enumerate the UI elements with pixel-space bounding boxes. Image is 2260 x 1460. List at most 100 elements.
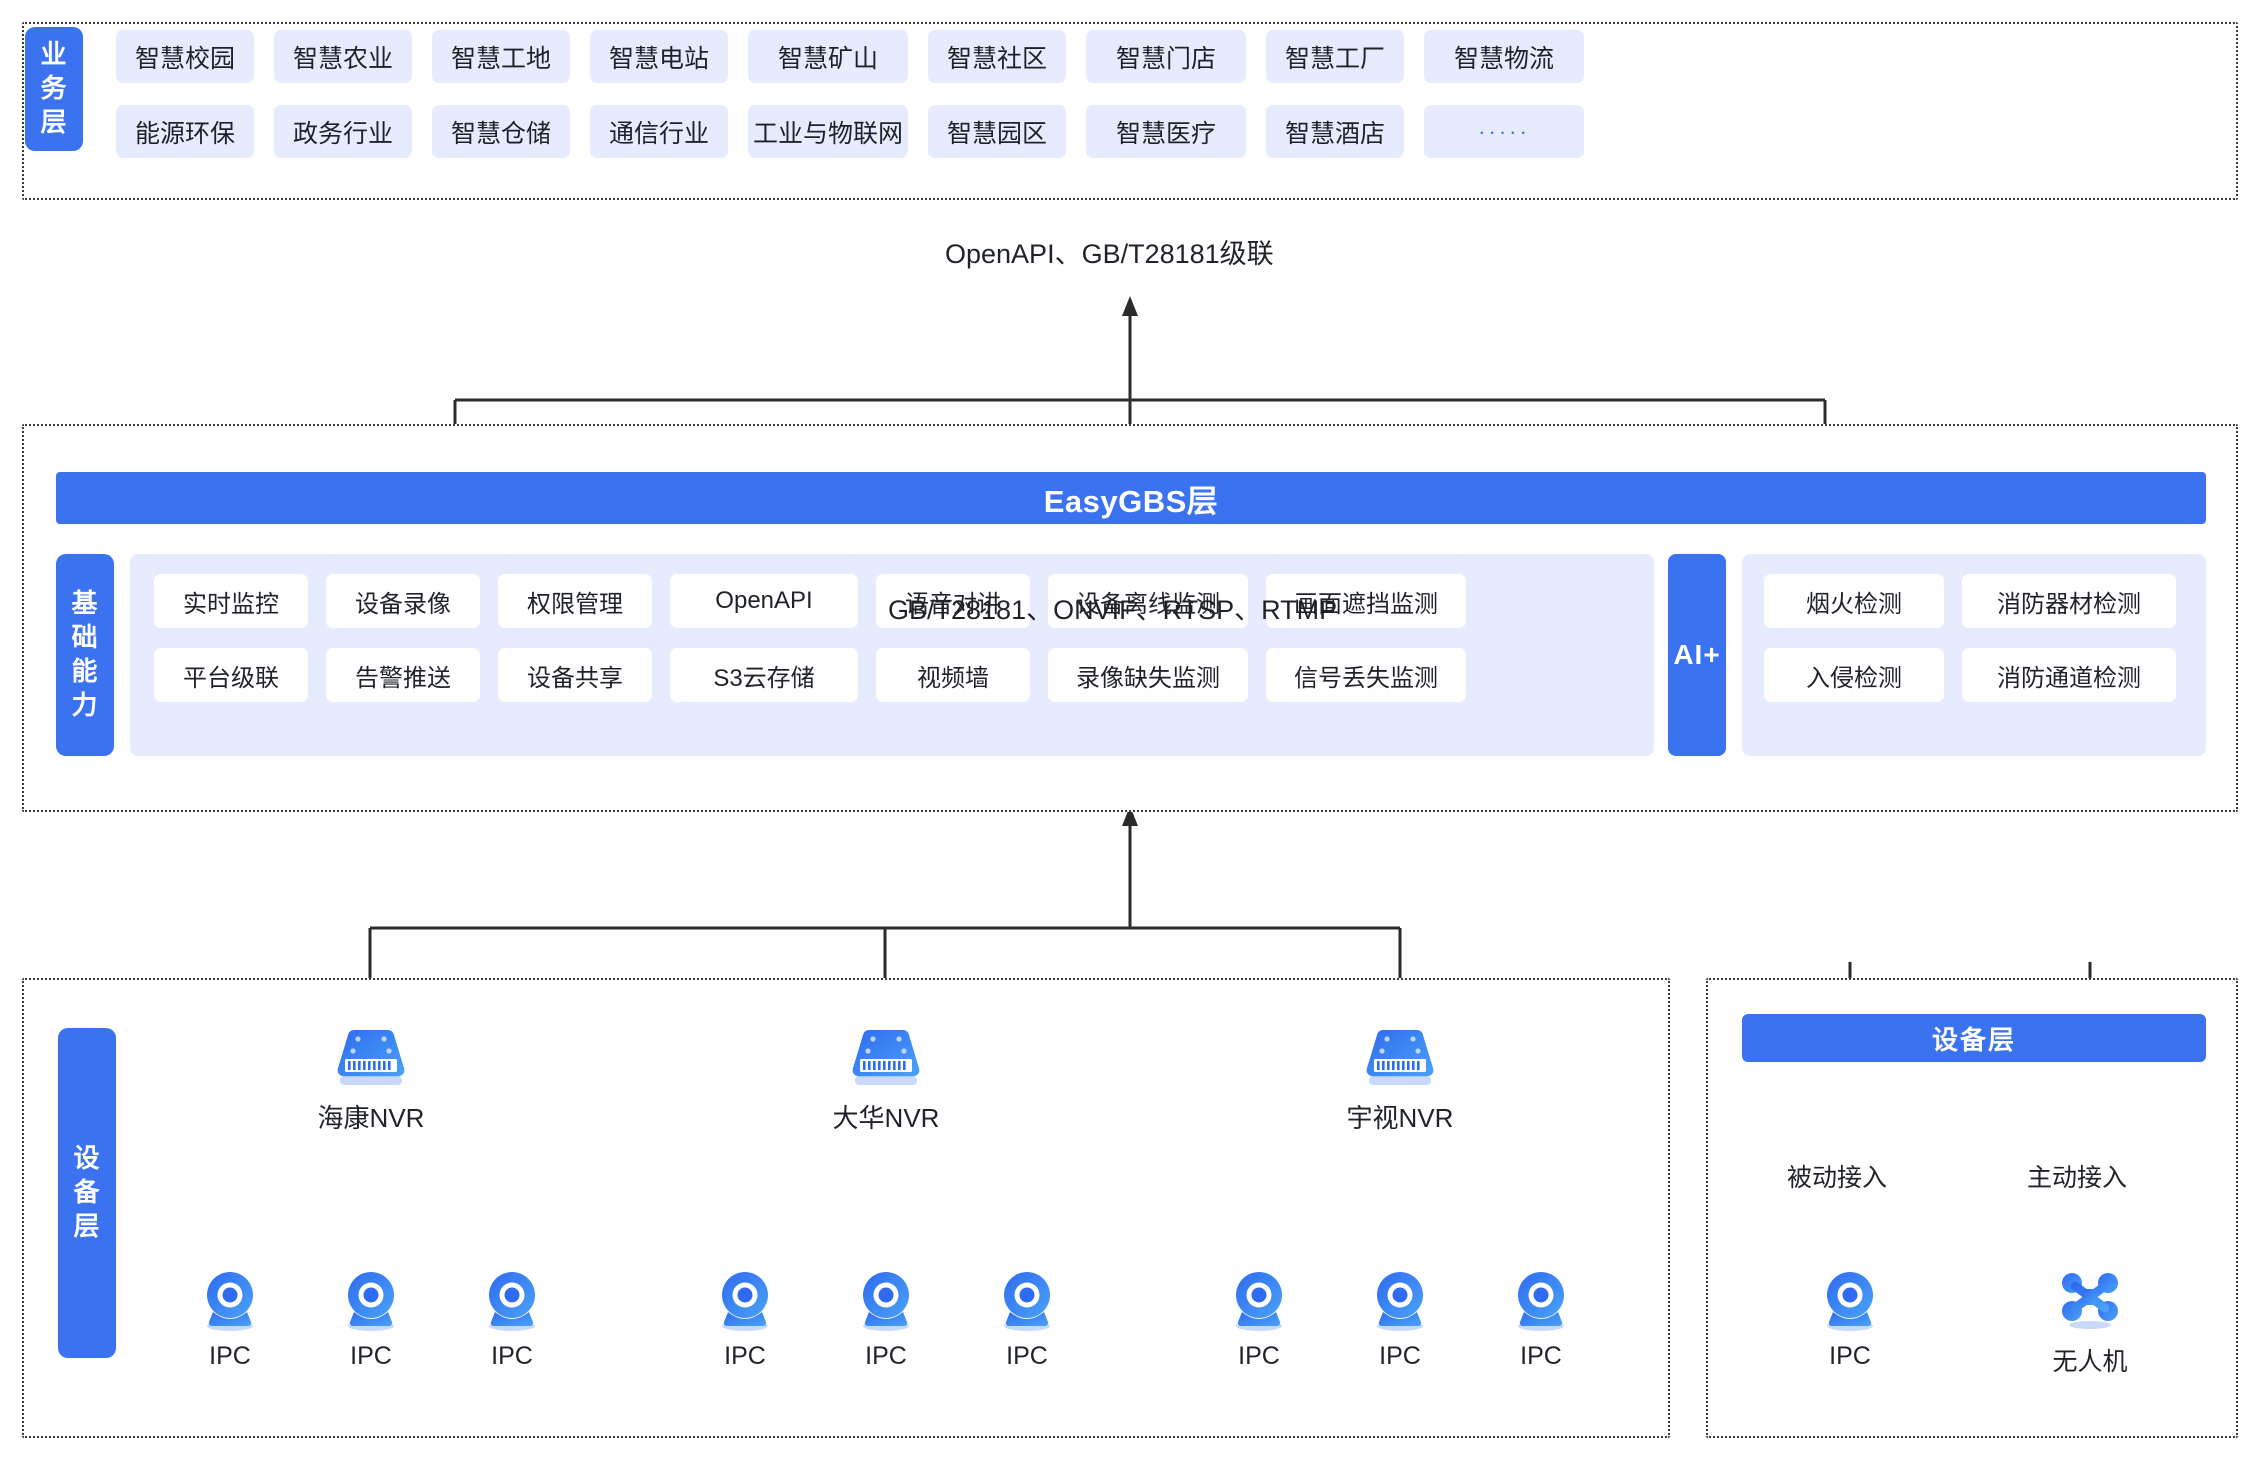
camera-icon xyxy=(1226,1268,1292,1334)
ai-tile[interactable]: 消防通道检测 xyxy=(1962,648,2176,702)
capability-label-char-2: 能 xyxy=(71,656,99,686)
passive-access-label: 被动接入 xyxy=(1787,1164,1888,1192)
business-label-char-0: 业 xyxy=(40,39,68,70)
business-tiles-row-1: 智慧校园 智慧农业 智慧工地 智慧电站 智慧矿山 智慧社区 智慧门店 智慧工厂 … xyxy=(116,30,1584,83)
business-tile[interactable]: 智慧仓储 xyxy=(432,105,570,158)
capability-label-char-1: 础 xyxy=(71,622,99,653)
business-tile[interactable]: 通信行业 xyxy=(590,105,728,158)
ipc-node[interactable]: IPC xyxy=(1184,1268,1334,1371)
capability-tile[interactable]: 设备录像 xyxy=(326,574,480,628)
business-tile[interactable]: 智慧工地 xyxy=(432,30,570,83)
capability-tile[interactable]: 视频墙 xyxy=(876,648,1030,702)
ipc-node[interactable]: IPC xyxy=(1466,1268,1616,1371)
ipc-node[interactable]: IPC xyxy=(811,1268,961,1371)
camera-icon xyxy=(1817,1268,1883,1334)
arrow-up-business xyxy=(1122,296,1138,316)
camera-icon xyxy=(197,1268,263,1334)
ai-plus-text: AI+ xyxy=(1673,638,1721,670)
ai-plus-label: AI+ xyxy=(1668,554,1726,756)
capability-tile[interactable]: 信号丢失监测 xyxy=(1266,648,1466,702)
business-tile[interactable]: 智慧矿山 xyxy=(748,30,908,83)
business-label-char-2: 层 xyxy=(40,106,68,137)
capability-tile[interactable]: S3云存储 xyxy=(670,648,858,702)
capability-layer-label: 基 础 能 力 xyxy=(56,554,114,756)
active-access-label: 主动接入 xyxy=(2027,1164,2128,1192)
device-label-char-2: 层 xyxy=(73,1210,101,1241)
business-tile[interactable]: 智慧工厂 xyxy=(1266,30,1404,83)
camera-icon xyxy=(994,1268,1060,1334)
capability-row-2: 平台级联 告警推送 设备共享 S3云存储 视频墙 录像缺失监测 信号丢失监测 xyxy=(154,648,1630,702)
ipc-label: IPC xyxy=(865,1342,907,1370)
ipc-node[interactable]: IPC xyxy=(296,1268,446,1371)
business-tile[interactable]: 智慧电站 xyxy=(590,30,728,83)
ai-tile[interactable]: 烟火检测 xyxy=(1764,574,1944,628)
nvr-node-uniview[interactable]: 宇视NVR xyxy=(1325,1024,1475,1135)
capability-tile[interactable]: 画面遮挡监测 xyxy=(1266,574,1466,628)
ai-tile[interactable]: 消防器材检测 xyxy=(1962,574,2176,628)
device-label-char-0: 设 xyxy=(73,1143,101,1174)
capability-tile[interactable]: 设备共享 xyxy=(498,648,652,702)
business-layer-label: 业 务 层 xyxy=(25,27,83,151)
capability-tile[interactable]: 实时监控 xyxy=(154,574,308,628)
nvr-label: 宇视NVR xyxy=(1346,1103,1454,1133)
ipc-node-passive[interactable]: IPC xyxy=(1775,1268,1925,1371)
business-tile[interactable]: 智慧医疗 xyxy=(1086,105,1246,158)
capability-row-1: 实时监控 设备录像 权限管理 OpenAPI 语音对讲 设备离线监测 画面遮挡监… xyxy=(154,574,1630,628)
ipc-label: IPC xyxy=(491,1342,533,1370)
business-tile[interactable]: 工业与物联网 xyxy=(748,105,908,158)
capability-tile[interactable]: 告警推送 xyxy=(326,648,480,702)
capability-panel: 实时监控 设备录像 权限管理 OpenAPI 语音对讲 设备离线监测 画面遮挡监… xyxy=(130,554,1654,756)
ipc-label: IPC xyxy=(724,1342,766,1370)
business-tiles-row-2: 能源环保 政务行业 智慧仓储 通信行业 工业与物联网 智慧园区 智慧医疗 智慧酒… xyxy=(116,105,1584,158)
business-tile[interactable]: 政务行业 xyxy=(274,105,412,158)
business-tile[interactable]: 智慧门店 xyxy=(1086,30,1246,83)
nvr-icon xyxy=(847,1024,925,1090)
capability-tile[interactable]: 平台级联 xyxy=(154,648,308,702)
business-tile[interactable]: 智慧物流 xyxy=(1424,30,1584,83)
connector-protocol-label: GB/T28181、ONVIF、RTSP、RTMP xyxy=(888,595,1338,625)
ipc-label: IPC xyxy=(1006,1342,1048,1370)
business-tile[interactable]: 智慧校园 xyxy=(116,30,254,83)
ai-row-1: 烟火检测 消防器材检测 xyxy=(1764,574,2184,628)
ipc-label: IPC xyxy=(350,1342,392,1370)
drone-icon xyxy=(2057,1268,2123,1334)
ipc-node[interactable]: IPC xyxy=(952,1268,1102,1371)
drone-label: 无人机 xyxy=(2052,1348,2128,1376)
business-tile[interactable]: 智慧园区 xyxy=(928,105,1066,158)
nvr-icon xyxy=(1361,1024,1439,1090)
ipc-node[interactable]: IPC xyxy=(437,1268,587,1371)
easygbs-layer-title: EasyGBS层 xyxy=(56,472,2206,524)
camera-icon xyxy=(338,1268,404,1334)
drone-node-active[interactable]: 无人机 xyxy=(2015,1268,2165,1378)
capability-tile[interactable]: 权限管理 xyxy=(498,574,652,628)
nvr-node-hikvision[interactable]: 海康NVR xyxy=(296,1024,446,1135)
capability-tile[interactable]: 录像缺失监测 xyxy=(1048,648,1248,702)
business-tile[interactable]: 智慧酒店 xyxy=(1266,105,1404,158)
nvr-label: 大华NVR xyxy=(832,1103,940,1133)
business-tile[interactable]: 智慧农业 xyxy=(274,30,412,83)
capability-label-char-0: 基 xyxy=(71,588,99,619)
capability-tile[interactable]: 设备离线监测 xyxy=(1048,574,1248,628)
business-tile[interactable]: 能源环保 xyxy=(116,105,254,158)
capability-tile[interactable]: 语音对讲 xyxy=(876,574,1030,628)
nvr-label: 海康NVR xyxy=(317,1103,425,1133)
capability-tile[interactable]: OpenAPI xyxy=(670,574,858,628)
ipc-node[interactable]: IPC xyxy=(670,1268,820,1371)
ai-tile[interactable]: 入侵检测 xyxy=(1764,648,1944,702)
ipc-node[interactable]: IPC xyxy=(1325,1268,1475,1371)
capability-label-char-3: 力 xyxy=(71,689,99,720)
ipc-label: IPC xyxy=(1238,1342,1280,1370)
ai-row-2: 入侵检测 消防通道检测 xyxy=(1764,648,2184,702)
ipc-node[interactable]: IPC xyxy=(155,1268,305,1371)
ai-panel: 烟火检测 消防器材检测 入侵检测 消防通道检测 xyxy=(1742,554,2206,756)
nvr-node-dahua[interactable]: 大华NVR xyxy=(811,1024,961,1135)
business-tile-more[interactable]: ····· xyxy=(1424,105,1584,158)
connector-openapi-label: OpenAPI、GB/T28181级联 xyxy=(945,239,1274,269)
camera-icon xyxy=(712,1268,778,1334)
camera-icon xyxy=(1367,1268,1433,1334)
nvr-icon xyxy=(332,1024,410,1090)
camera-icon xyxy=(1508,1268,1574,1334)
ipc-label: IPC xyxy=(1829,1342,1871,1370)
business-tile[interactable]: 智慧社区 xyxy=(928,30,1066,83)
camera-icon xyxy=(853,1268,919,1334)
